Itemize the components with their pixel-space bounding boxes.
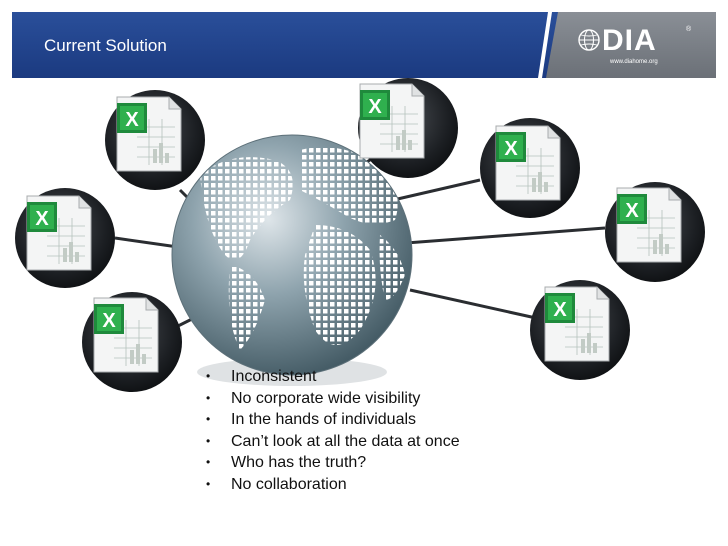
svg-text:X: X	[102, 310, 116, 332]
spreadsheet-node-2: X	[15, 188, 115, 288]
bullet-item: • In the hands of individuals	[200, 409, 460, 431]
bullet-item: • No corporate wide visibility	[200, 388, 460, 410]
spreadsheet-node-6: X	[605, 182, 705, 282]
bullet-text: Who has the truth?	[231, 454, 367, 472]
bullet-dot: •	[206, 455, 211, 470]
logo-text: DIA	[602, 24, 657, 57]
bullet-dot: •	[206, 433, 211, 448]
logo-registered-mark: ®	[686, 26, 692, 33]
spreadsheet-node-3: X	[82, 292, 182, 392]
svg-text:X: X	[625, 200, 639, 222]
svg-text:X: X	[35, 208, 49, 230]
spreadsheet-node-7: X	[530, 280, 630, 380]
slide-title: Current Solution	[44, 36, 167, 55]
bullet-item: • Can’t look at all the data at once	[200, 431, 460, 453]
spreadsheet-node-1: X	[105, 90, 205, 190]
slide-header: Current Solution	[12, 12, 716, 78]
bullet-dot: •	[206, 476, 211, 491]
spreadsheet-node-4: X	[358, 78, 458, 178]
globe-icon	[171, 134, 413, 386]
bullet-text: No collaboration	[231, 475, 347, 493]
bullet-item: • Who has the truth?	[200, 452, 460, 474]
svg-text:X: X	[125, 109, 139, 131]
bullet-text: In the hands of individuals	[231, 411, 417, 429]
logo-url: www.diahome.org	[610, 59, 658, 65]
svg-text:X: X	[553, 299, 567, 321]
bullet-text: Inconsistent	[231, 368, 317, 385]
bullet-text: Can’t look at all the data at once	[231, 432, 460, 450]
svg-text:X: X	[368, 96, 382, 118]
header-gray-band	[546, 12, 716, 78]
dia-logo: DIA ® www.diahome.org	[576, 24, 696, 72]
bullet-item: • Inconsistent	[200, 366, 460, 388]
bullet-list: • Inconsistent • No corporate wide visibil…	[200, 366, 460, 496]
bullet-dot: •	[206, 369, 211, 383]
bullet-dot: •	[206, 412, 211, 427]
bullet-dot: •	[206, 390, 211, 405]
svg-text:X: X	[504, 138, 518, 160]
logo-globe-icon	[578, 29, 600, 51]
bullet-item: • No collaboration	[200, 474, 460, 496]
spreadsheet-node-5: X	[480, 118, 580, 218]
bullet-text: No corporate wide visibility	[231, 389, 421, 407]
